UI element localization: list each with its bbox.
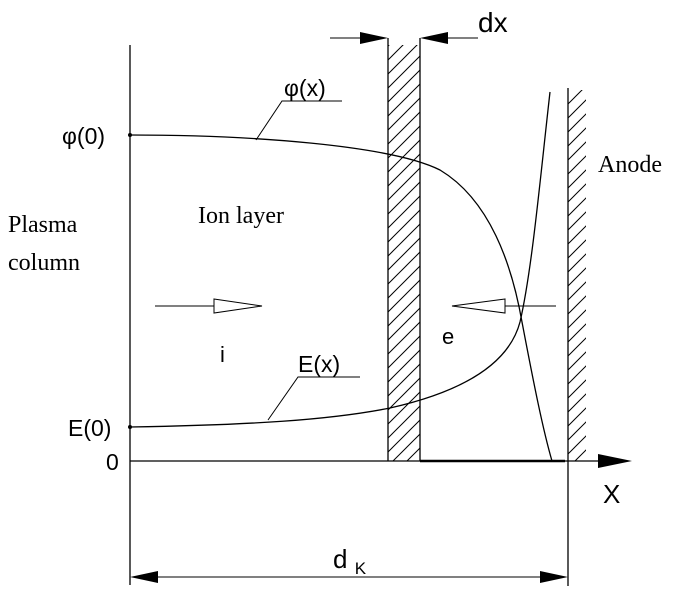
plasma-label-line1: Plasma (8, 212, 78, 238)
dx-layer-hatch (388, 45, 420, 461)
dk-dim-left-arrow (130, 571, 158, 583)
ion-label: i (220, 342, 225, 367)
dk-label-main: d (333, 544, 347, 574)
electron-label: e (442, 324, 454, 349)
phi-zero-label: φ(0) (62, 123, 105, 149)
dk-dim-right-arrow (540, 571, 568, 583)
dx-dim-right-arrow (420, 32, 448, 44)
dk-label: d K (333, 544, 367, 578)
electron-arrow-head (451, 298, 506, 314)
dx-label: dx (478, 7, 508, 38)
anode-label: Anode (598, 152, 662, 178)
ion-arrow-head (213, 298, 263, 314)
ion-layer-label: Ion layer (198, 203, 284, 229)
e-zero-point (128, 425, 132, 429)
origin-zero-label: 0 (106, 449, 119, 475)
x-axis-label: X (603, 479, 620, 509)
phi-curve (129, 134, 553, 462)
dx-dim-left-arrow (360, 32, 388, 44)
phi-label-leader (255, 100, 342, 141)
dk-label-subscript: K (355, 559, 367, 578)
x-axis-arrowhead (598, 454, 632, 468)
e-label-leader (267, 376, 360, 421)
anode-wall-hatch (568, 90, 586, 461)
phi-zero-point (128, 133, 132, 137)
e-curve (129, 91, 551, 428)
phi-curve-label: φ(x) (284, 75, 326, 101)
e-curve-label: E(x) (298, 351, 340, 377)
e-zero-label: E(0) (68, 415, 111, 441)
plasma-label-line2: column (8, 250, 80, 276)
